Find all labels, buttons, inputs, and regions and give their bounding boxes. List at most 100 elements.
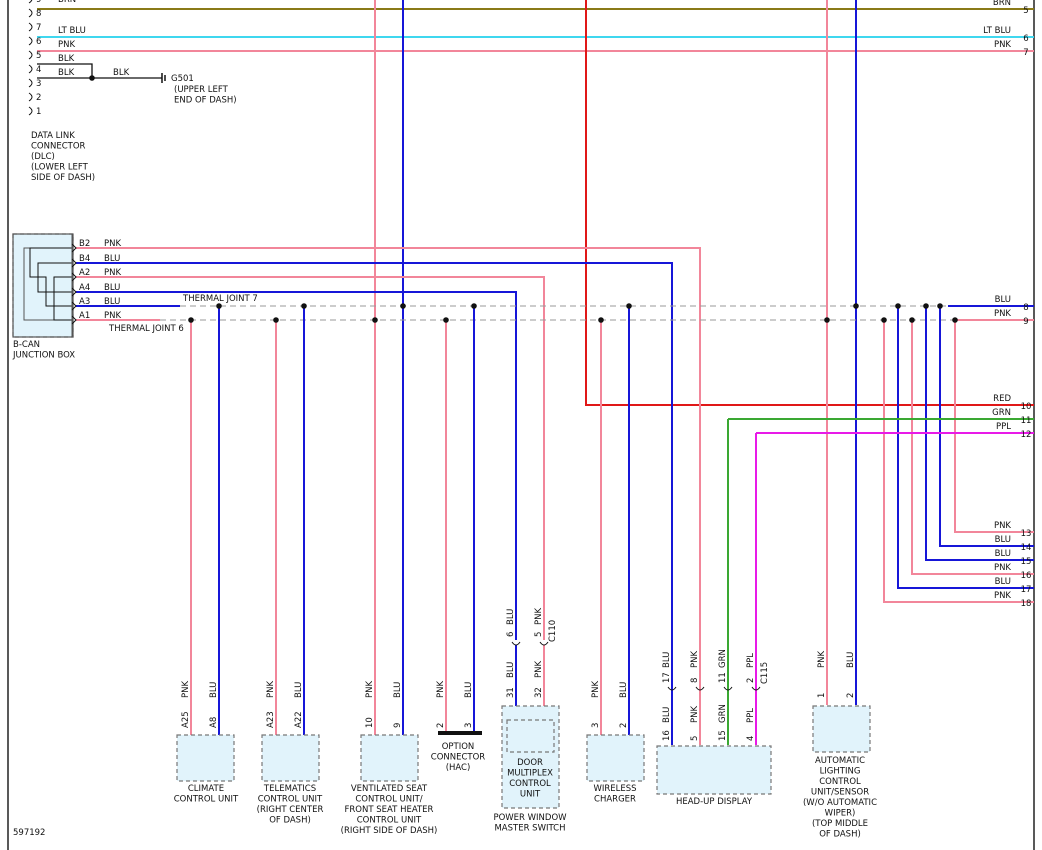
components-layer [12,233,871,809]
hud-color: PNK [690,706,700,723]
splice-dot-tj6 [372,317,378,323]
splice-dot-tj7 [937,303,943,309]
c110-color: BLU [506,609,516,625]
dlc-pin-mark [28,36,33,46]
module-pin: 3 [464,723,474,728]
c110-pin: 31 [506,687,516,698]
wireless-label: CHARGER [594,795,636,805]
dlc-pin-number: 5 [36,51,41,61]
wire-blu-15 [925,306,1034,561]
dlc-pin-number: 7 [36,23,41,33]
module-wire-color: BLU [619,682,629,698]
seat-label: VENTILATED SEAT [351,784,428,794]
wire-red-10 [585,0,1034,406]
dlc-pin-mark [28,8,33,18]
dlc-title: CONNECTOR [31,142,86,152]
bcan-inner-module [23,247,73,321]
module-wire-color: PNK [266,681,276,698]
ground-label: (UPPER LEFT [174,85,229,95]
module-wire-color: BLU [393,682,403,698]
right-edge-number: 5 [1023,6,1028,16]
c110-pin: 6 [506,632,516,637]
splice-dot-tj6 [824,317,830,323]
module-wire-color: PNK [817,651,827,668]
seat-label: (RIGHT SIDE OF DASH) [341,826,438,836]
wire-pnk-b2 [76,247,701,690]
telematics-label: (RIGHT CENTER [257,805,324,815]
thermal-joint-7-label: THERMAL JOINT 7 [182,294,258,304]
splice-dot-tj6 [273,317,279,323]
auto-lighting-label: (W/O AUTOMATIC [803,798,877,808]
right-edge-color: PNK [994,521,1011,531]
hud-label: HEAD-UP DISPLAY [676,797,753,807]
c115-pin: 11 [718,672,728,683]
splice-dot-tj7 [626,303,632,309]
module-pin: A23 [266,711,276,728]
auto-lighting-label: LIGHTING [820,767,861,777]
right-edge-number: 7 [1023,48,1028,58]
ventilated-seat-box [360,734,419,782]
hud-pin: 16 [662,730,672,741]
splice-dot-tj7 [471,303,477,309]
c115-color: PPL [746,653,756,668]
bcan-internal [37,262,72,293]
bcan-pin-mark [71,258,77,268]
c115-fork [695,686,705,691]
bcan-wire-color: PNK [104,311,121,321]
option-label: CONNECTOR [431,753,486,763]
door-multiplex-label: UNIT [520,790,541,800]
c115-color: GRN [718,649,728,668]
module-pin: 10 [365,717,375,728]
c110-id: C110 [548,620,558,642]
right-edge-number: 12 [1021,430,1032,440]
c110-color: PNK [534,608,544,625]
bcan-wire-color: PNK [104,268,121,278]
dlc-pin-number: 8 [36,9,41,19]
bcan-pin-label: A1 [79,311,90,321]
dlc-title: SIDE OF DASH) [31,173,95,183]
right-edge-color: LT BLU [983,26,1011,36]
bcan-pin-mark [71,301,77,311]
ground-label: G501 [171,74,194,84]
telematics-label: CONTROL UNIT [258,795,323,805]
auto-lighting-label: OF DASH) [819,830,861,840]
module-pin: 2 [846,693,856,698]
right-edge-color: BRN [993,0,1011,8]
climate-label: CLIMATE [188,784,224,794]
splice-dot-tj6 [952,317,958,323]
auto-lighting-label: (TOP MIDDLE [812,819,868,829]
seat-label: FRONT SEAT HEATER [345,805,434,815]
c115-id: C115 [760,662,770,684]
bcan-internal [53,276,72,321]
hud-pin: 15 [718,730,728,741]
bcan-pin-label: B2 [79,239,90,249]
bcan-title: JUNCTION BOX [12,351,75,361]
bcan-pin-mark [71,243,77,253]
right-edge-color: BLU [995,295,1011,305]
dlc-title: (LOWER LEFT [31,163,89,173]
module-pin: 2 [619,723,629,728]
splice-dot-tj6 [598,317,604,323]
bcan-pin-mark [71,272,77,282]
splice-dot-tj6 [909,317,915,323]
bcan-wire-color: BLU [104,297,120,307]
wire-blu-17 [897,306,1034,589]
splice-dot-tj7 [400,303,406,309]
dlc-pin-mark [28,22,33,32]
right-edge-color: BLU [995,577,1011,587]
right-edge-color: PNK [994,40,1011,50]
right-edge-color: GRN [992,408,1011,418]
c115-fork [751,686,761,691]
wires-layer [7,0,1035,850]
right-edge-color: PNK [994,309,1011,319]
hud-pin: 5 [690,736,700,741]
bcan-pin-mark [71,287,77,297]
c110-pin: 5 [534,632,544,637]
auto-lighting-label: CONTROL [819,777,861,787]
hud-color: GRN [718,704,728,723]
splice-dot-tj7 [301,303,307,309]
splice-dot-tj7 [853,303,859,309]
climate-control-box [176,734,235,782]
right-edge-number: 16 [1021,571,1032,581]
wire-blu-a4 [76,291,517,640]
